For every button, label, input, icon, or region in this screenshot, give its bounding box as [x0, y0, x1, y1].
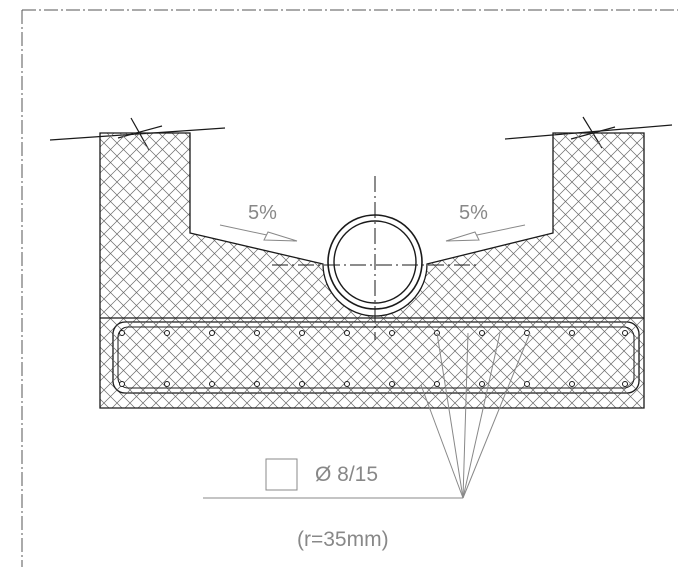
- pipe-center-lines: [272, 176, 478, 340]
- slope-label-right: 5%: [459, 202, 488, 224]
- rebar-marker-box: [265, 458, 298, 491]
- slope-arrow-left: [219, 224, 298, 242]
- slope-arrow-right: [445, 224, 526, 242]
- bend-radius-label: (r=35mm): [297, 528, 389, 551]
- rebar-spec-label: Ø 8/15: [315, 463, 378, 486]
- slope-label-left: 5%: [248, 202, 277, 224]
- drawing-frame: [21, 9, 678, 567]
- rebar-leader-lines: [203, 332, 531, 499]
